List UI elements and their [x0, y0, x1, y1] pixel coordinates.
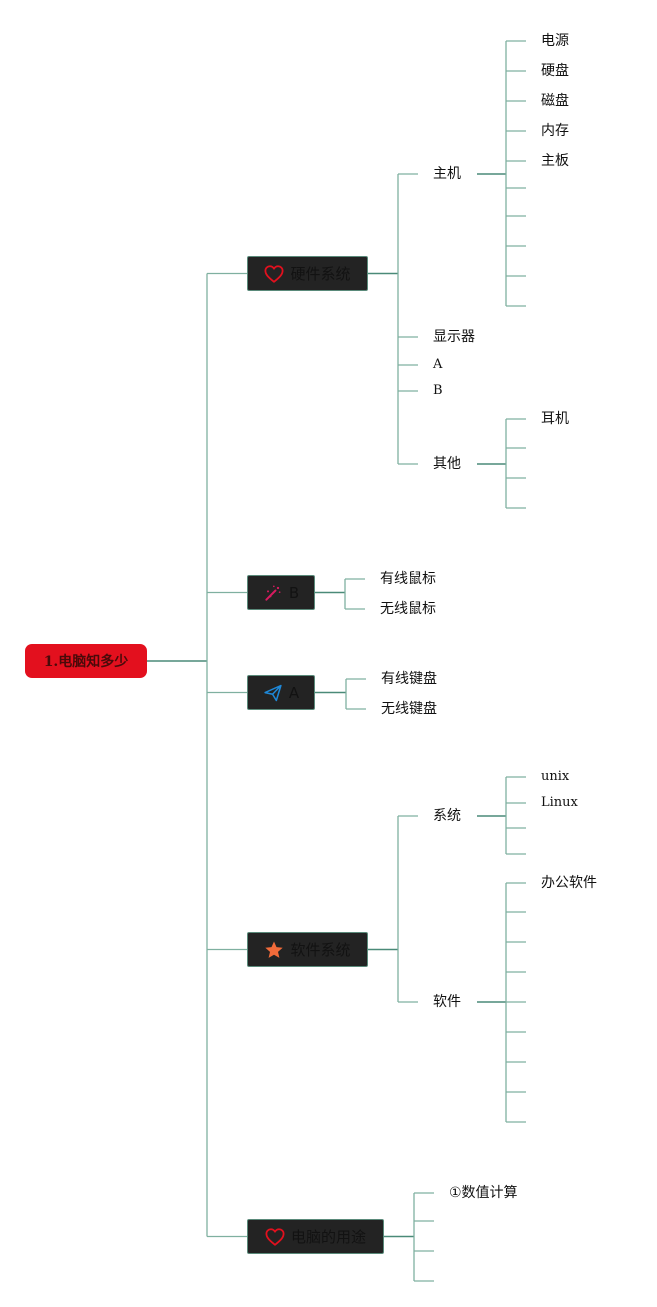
branch-label: 软件系统 — [290, 941, 351, 959]
branch-node-0[interactable]: 硬件系统 — [247, 256, 368, 291]
branch-label: 硬件系统 — [290, 265, 351, 283]
topic-2-1[interactable]: 无线键盘 — [381, 701, 437, 717]
branch-label: 电脑的用途 — [290, 1228, 366, 1246]
topic-0-4[interactable]: 其他 — [433, 456, 461, 472]
subtopic-0-0-3[interactable]: 内存 — [541, 123, 569, 139]
root-label: 1.电脑知多少 — [43, 654, 129, 670]
root-node[interactable]: 1.电脑知多少 — [25, 644, 147, 678]
branch-label: A — [288, 683, 300, 702]
heart-outline-icon — [265, 1227, 285, 1247]
branch-label: B — [288, 583, 300, 602]
branch-node-2[interactable]: A — [247, 675, 315, 710]
topic-0-1[interactable]: 显示器 — [433, 329, 475, 345]
connector-lines — [147, 40, 526, 1282]
subtopic-3-0-0[interactable]: unix — [541, 769, 570, 784]
paper-plane-icon — [263, 683, 283, 703]
subtopic-0-0-2[interactable]: 磁盘 — [541, 93, 569, 109]
topic-2-0[interactable]: 有线键盘 — [381, 671, 437, 687]
subtopic-0-0-1[interactable]: 硬盘 — [541, 63, 569, 79]
branch-node-1[interactable]: B — [247, 575, 315, 610]
heart-outline-icon — [264, 264, 284, 284]
topic-1-0[interactable]: 有线鼠标 — [380, 571, 436, 587]
subtopic-0-0-4[interactable]: 主板 — [541, 153, 569, 169]
subtopic-3-0-1[interactable]: Linux — [541, 795, 578, 810]
topic-0-2[interactable]: A — [433, 357, 443, 372]
topic-1-1[interactable]: 无线鼠标 — [380, 601, 436, 617]
topic-3-1[interactable]: 软件 — [433, 994, 461, 1010]
topic-0-3[interactable]: B — [433, 383, 443, 398]
subtopic-3-1-0[interactable]: 办公软件 — [541, 875, 597, 891]
topic-0-0[interactable]: 主机 — [433, 166, 461, 182]
magic-wand-icon — [263, 583, 283, 603]
star-icon — [264, 940, 284, 960]
subtopic-0-4-0[interactable]: 耳机 — [541, 411, 569, 427]
topic-4-0[interactable]: ①数值计算 — [449, 1185, 518, 1201]
topic-3-0[interactable]: 系统 — [433, 808, 461, 824]
subtopic-0-0-0[interactable]: 电源 — [541, 33, 569, 49]
branch-node-4[interactable]: 电脑的用途 — [247, 1219, 384, 1254]
branch-node-3[interactable]: 软件系统 — [247, 932, 368, 967]
